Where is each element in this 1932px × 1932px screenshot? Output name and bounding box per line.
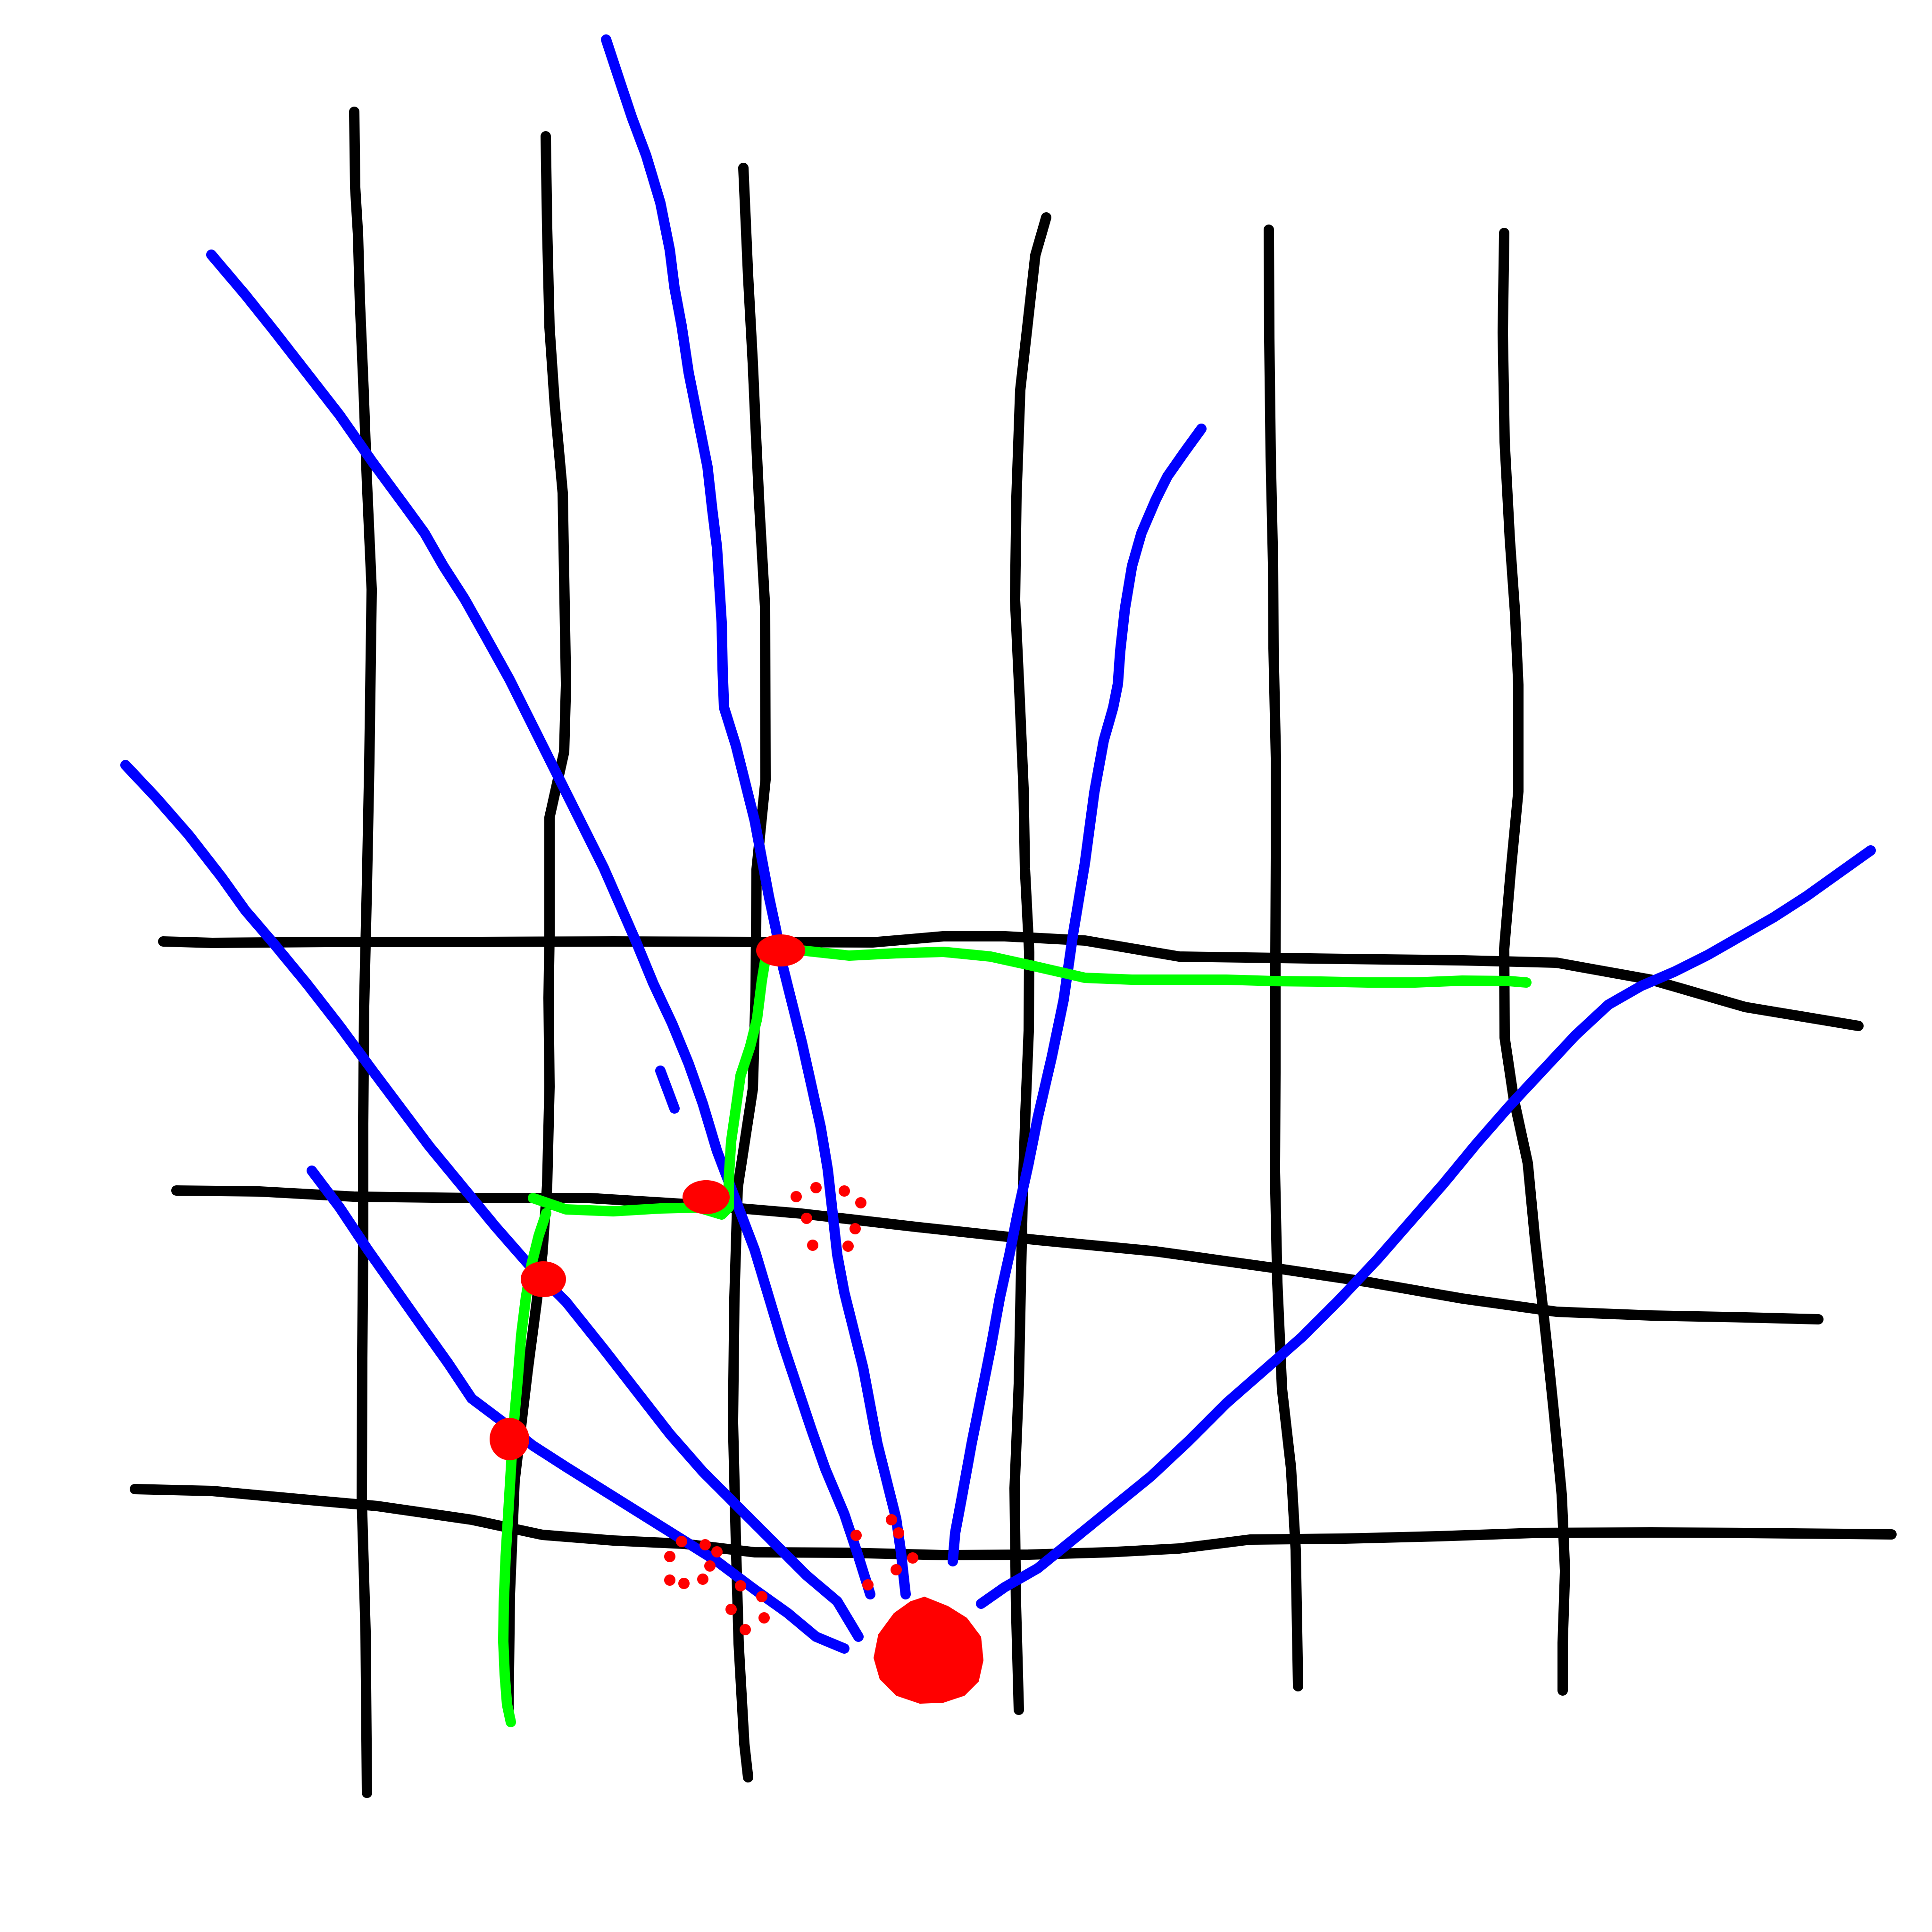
- blue-ray-7: [976, 845, 1876, 1609]
- red-marker-4: [490, 1418, 529, 1460]
- red-dot-cluster-3: [850, 1514, 918, 1591]
- blue-ray-2: [120, 760, 864, 1642]
- red-marker-1: [756, 934, 805, 966]
- blue-ray-6: [948, 424, 1207, 1566]
- horizontal-grid-line-3: [130, 1484, 1897, 1560]
- red-focus-point: [874, 1597, 983, 1704]
- horizontal-grid-line-1: [158, 931, 1864, 1031]
- blue-ray-1: [206, 250, 875, 1599]
- blue-ray-5: [655, 1066, 680, 1114]
- green-path-segment-2: [528, 941, 773, 1220]
- blue-ray-4: [601, 34, 911, 1599]
- vertical-grid-line-2: [503, 131, 571, 1716]
- vertical-grid-line-4: [1009, 212, 1051, 1715]
- red-dot-cluster-2: [664, 1536, 770, 1635]
- green-path-segment-1: [762, 938, 1532, 988]
- red-dot-cluster-1: [791, 1182, 866, 1252]
- horizontal-grid-lines: [130, 931, 1897, 1560]
- red-intersection-markers: [490, 934, 805, 1460]
- horizontal-grid-line-2: [171, 1185, 1824, 1324]
- red-marker-3: [521, 1261, 566, 1297]
- vertical-grid-line-6: [1498, 228, 1570, 1696]
- vertical-grid-line-1: [349, 107, 377, 1798]
- red-marker-2: [683, 1180, 730, 1214]
